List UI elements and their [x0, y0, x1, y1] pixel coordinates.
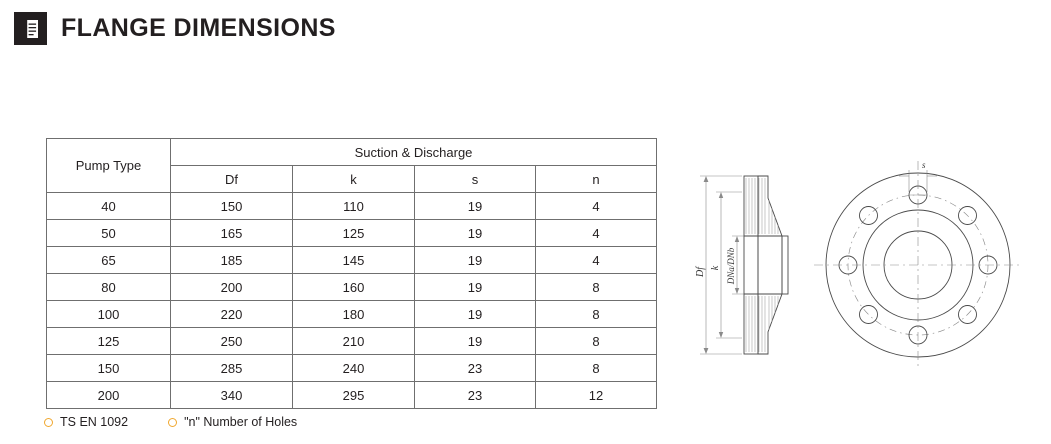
column-header-k: k	[292, 165, 415, 193]
drawing-label-k: k	[710, 265, 721, 270]
legend-label-holes: "n" Number of Holes	[184, 415, 298, 429]
cell-n: 8	[534, 273, 658, 301]
cell-n: 8	[534, 327, 658, 355]
legend-item-holes: "n" Number of Holes	[168, 415, 297, 429]
column-header-n: n	[534, 165, 658, 193]
cell-s: 19	[414, 300, 536, 328]
table-row: 40 150 110 19 4	[46, 192, 658, 220]
table-body: 40 150 110 19 4 50 165 125 19 4 65 185 1…	[46, 192, 658, 409]
cell-n: 8	[534, 300, 658, 328]
cell-s: 19	[414, 192, 536, 220]
cell-s: 19	[414, 246, 536, 274]
cell-df: 285	[170, 354, 293, 382]
cell-pump-type: 50	[46, 219, 171, 247]
cell-pump-type: 150	[46, 354, 171, 382]
drawing-label-s: s	[922, 160, 926, 170]
cell-df: 340	[170, 381, 293, 409]
cell-n: 8	[534, 354, 658, 382]
cell-pump-type: 200	[46, 381, 171, 409]
table-header-row-1: Pump Type Suction & Discharge	[46, 138, 658, 193]
bullet-icon	[168, 417, 178, 427]
bullet-icon	[44, 417, 53, 427]
cell-s: 19	[414, 327, 536, 355]
cell-k: 295	[292, 381, 415, 409]
table-row: 80 200 160 19 8	[46, 273, 658, 301]
cell-df: 185	[170, 246, 293, 274]
table-row: 65 185 145 19 4	[46, 246, 658, 274]
cell-pump-type: 100	[46, 300, 171, 328]
cell-pump-type: 80	[46, 273, 171, 301]
page-header: FLANGE DIMENSIONS	[14, 12, 336, 45]
cell-df: 220	[170, 300, 293, 328]
cell-n: 4	[534, 219, 658, 247]
table-row: 50 165 125 19 4	[46, 219, 658, 247]
cell-k: 125	[292, 219, 415, 247]
cell-k: 145	[292, 246, 415, 274]
cell-n: 12	[534, 381, 658, 409]
drawing-label-df: Df	[695, 266, 706, 278]
legend-item-standard: TS EN 1092	[44, 415, 128, 429]
table-row: 200 340 295 23 12	[46, 381, 658, 409]
page-title: FLANGE DIMENSIONS	[61, 14, 336, 42]
flange-dimensions-table-container: Pump Type Suction & Discharge Df k s n 4…	[46, 138, 658, 409]
cell-n: 4	[534, 192, 658, 220]
cell-k: 160	[292, 273, 415, 301]
cell-df: 150	[170, 192, 293, 220]
cell-s: 19	[414, 219, 536, 247]
cell-df: 200	[170, 273, 293, 301]
table-row: 125 250 210 19 8	[46, 327, 658, 355]
column-header-pump-type: Pump Type	[46, 138, 171, 193]
cell-df: 165	[170, 219, 293, 247]
column-header-suction-discharge: Suction & Discharge	[169, 138, 658, 166]
cell-pump-type: 125	[46, 327, 171, 355]
legend: TS EN 1092 "n" Number of Holes	[44, 415, 297, 429]
legend-label-standard: TS EN 1092	[60, 415, 129, 429]
column-header-df: Df	[170, 165, 293, 193]
flange-dimensions-table: Pump Type Suction & Discharge Df k s n 4…	[46, 138, 658, 409]
drawing-label-dn: DNa/DNb	[726, 247, 736, 285]
cell-pump-type: 40	[46, 192, 171, 220]
table-header-row-2: Df k s n	[47, 165, 658, 193]
cell-s: 19	[414, 273, 536, 301]
table-header: Pump Type Suction & Discharge Df k s n	[46, 138, 658, 193]
cell-k: 240	[292, 354, 415, 382]
table-row: 100 220 180 19 8	[46, 300, 658, 328]
cell-n: 4	[534, 246, 658, 274]
flange-technical-drawing: s Df k DNa/DNb	[686, 140, 1036, 390]
cell-s: 23	[414, 381, 536, 409]
cell-k: 210	[292, 327, 415, 355]
column-header-s: s	[414, 165, 536, 193]
table-row: 150 285 240 23 8	[46, 354, 658, 382]
cell-k: 180	[292, 300, 415, 328]
cell-k: 110	[292, 192, 415, 220]
cell-df: 250	[170, 327, 293, 355]
cell-s: 23	[414, 354, 536, 382]
cell-pump-type: 65	[46, 246, 171, 274]
document-icon	[14, 12, 47, 45]
